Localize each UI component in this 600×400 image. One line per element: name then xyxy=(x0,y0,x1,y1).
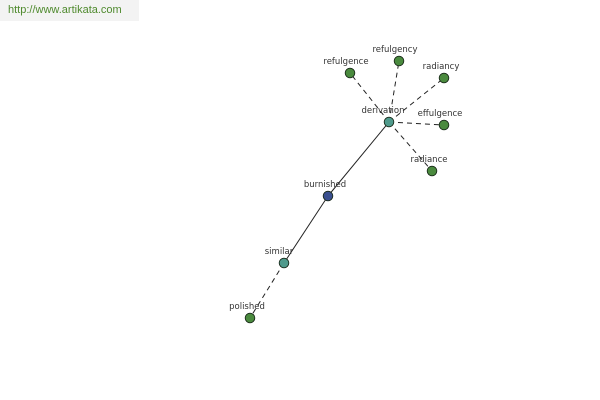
edge-derivation-radiance xyxy=(388,121,433,172)
node-label-refulgence: refulgence xyxy=(323,57,368,67)
node-radiancy[interactable]: radiancy xyxy=(423,62,460,84)
node-circle-polished[interactable] xyxy=(244,312,256,324)
node-polished[interactable]: polished xyxy=(229,302,265,324)
node-circle-radiance[interactable] xyxy=(426,165,438,177)
node-label-polished: polished xyxy=(229,302,265,312)
node-label-derivation: derivation xyxy=(361,106,404,116)
edge-derivation-refulgency xyxy=(388,60,400,123)
node-circle-refulgency[interactable] xyxy=(393,55,405,67)
edge-similar-polished xyxy=(249,262,285,319)
node-refulgency[interactable]: refulgency xyxy=(373,45,418,67)
site-url-link[interactable]: http://www.artikata.com xyxy=(0,0,139,21)
node-derivation[interactable]: derivation xyxy=(361,106,405,128)
node-similar[interactable]: similar xyxy=(265,247,294,269)
nodes-layer: burnished similar derivation polished refulg… xyxy=(229,45,463,324)
node-label-radiancy: radiancy xyxy=(423,62,460,72)
node-label-similar: similar xyxy=(265,247,294,257)
node-label-effulgence: effulgence xyxy=(418,109,463,119)
node-circle-similar[interactable] xyxy=(278,257,290,269)
node-circle-burnished[interactable] xyxy=(322,190,334,202)
edge-burnished-derivation xyxy=(327,121,390,197)
node-circle-radiancy[interactable] xyxy=(438,72,450,84)
node-refulgence[interactable]: refulgence xyxy=(323,57,369,79)
node-circle-refulgence[interactable] xyxy=(344,67,356,79)
edge-burnished-similar xyxy=(283,195,329,264)
node-label-refulgency: refulgency xyxy=(373,45,418,55)
node-label-radiance: radiance xyxy=(411,155,448,165)
node-radiance[interactable]: radiance xyxy=(411,155,448,177)
node-effulgence[interactable]: effulgence xyxy=(418,109,463,131)
edges-layer xyxy=(249,60,445,319)
edge-derivation-effulgence xyxy=(388,121,445,126)
edge-derivation-radiancy xyxy=(388,77,445,123)
node-circle-effulgence[interactable] xyxy=(438,119,450,131)
edge-derivation-refulgence xyxy=(349,72,390,123)
node-circle-derivation[interactable] xyxy=(383,116,395,128)
node-burnished[interactable]: burnished xyxy=(304,180,346,202)
node-label-burnished: burnished xyxy=(304,180,346,190)
